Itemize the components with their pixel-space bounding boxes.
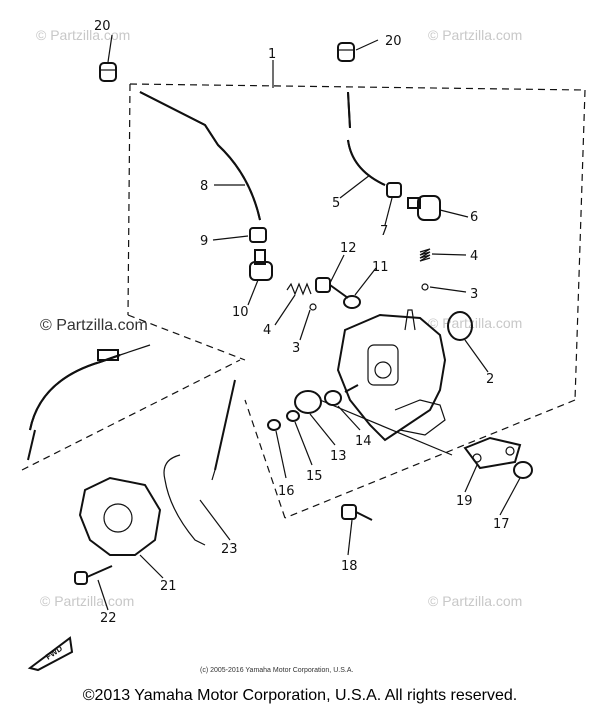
label-20b: 20 <box>385 34 402 49</box>
label-22: 22 <box>100 611 117 626</box>
watermark-mid-right: © Partzilla.com <box>428 315 522 331</box>
watermark-bottom-right: © Partzilla.com <box>428 593 522 609</box>
part-3-ball-right <box>421 283 429 291</box>
label-2: 2 <box>486 372 494 387</box>
label-23: 23 <box>221 542 238 557</box>
label-13: 13 <box>330 449 347 464</box>
label-18: 18 <box>341 559 358 574</box>
label-19: 19 <box>456 494 473 509</box>
part-23-cable <box>163 379 236 546</box>
label-14: 14 <box>355 434 372 449</box>
label-17: 17 <box>493 517 510 532</box>
part-9-clamp <box>249 227 267 243</box>
fwd-label: FWD <box>44 644 64 662</box>
part-4-spring-right <box>419 248 431 262</box>
part-18-screw <box>341 504 373 521</box>
part-labels: 20 20 1 8 9 10 4 3 12 11 5 7 6 4 3 2 14 … <box>94 19 510 626</box>
leader-lines <box>97 34 521 611</box>
part-6-elbow <box>407 195 441 221</box>
part-20-cap-right <box>337 42 355 62</box>
part-4-spring-left <box>286 282 312 296</box>
part-16-nut <box>267 419 281 431</box>
label-3b: 3 <box>470 287 478 302</box>
watermark-top-right: © Partzilla.com <box>428 27 522 43</box>
label-3a: 3 <box>292 341 300 356</box>
part-11-washer <box>343 295 361 309</box>
throttle-cable <box>27 344 151 461</box>
part-12-screw <box>315 277 349 299</box>
assembly-boundary <box>21 60 586 519</box>
label-15: 15 <box>306 469 323 484</box>
label-4a: 4 <box>263 323 271 338</box>
small-copyright: (c) 2005-2016 Yamaha Motor Corporation, … <box>200 667 353 674</box>
copyright-footer: ©2013 Yamaha Motor Corporation, U.S.A. A… <box>82 687 518 704</box>
part-17-washer <box>513 461 533 479</box>
label-12: 12 <box>340 241 357 256</box>
watermark-top-left: © Partzilla.com <box>36 27 130 43</box>
part-2-seal <box>447 311 473 341</box>
label-6: 6 <box>470 210 478 225</box>
label-4b: 4 <box>470 249 478 264</box>
label-8: 8 <box>200 179 208 194</box>
label-20a: 20 <box>94 19 111 34</box>
carburetor-body <box>336 309 447 442</box>
part-20-cap-left <box>99 62 117 82</box>
label-9: 9 <box>200 234 208 249</box>
watermark-mid-left: © Partzilla.com <box>40 317 148 334</box>
label-21: 21 <box>160 579 177 594</box>
part-7-clamp <box>386 182 402 198</box>
part-5-hose <box>347 91 386 186</box>
part-13-washer <box>294 390 322 414</box>
label-5: 5 <box>332 196 340 211</box>
fwd-arrow-icon: FWD <box>27 636 74 672</box>
watermark-bottom-left: © Partzilla.com <box>40 593 134 609</box>
label-16: 16 <box>278 484 295 499</box>
label-10: 10 <box>232 305 249 320</box>
part-3-ball-left <box>309 303 317 311</box>
part-10-fitting <box>249 249 273 281</box>
label-11: 11 <box>372 260 389 275</box>
part-8-hose <box>139 91 261 221</box>
label-1: 1 <box>268 47 276 62</box>
part-22-screw <box>74 565 113 585</box>
part-21-cover <box>78 476 162 556</box>
label-7: 7 <box>380 224 388 239</box>
part-15-washer <box>286 410 300 422</box>
part-19-gasket <box>463 436 522 470</box>
